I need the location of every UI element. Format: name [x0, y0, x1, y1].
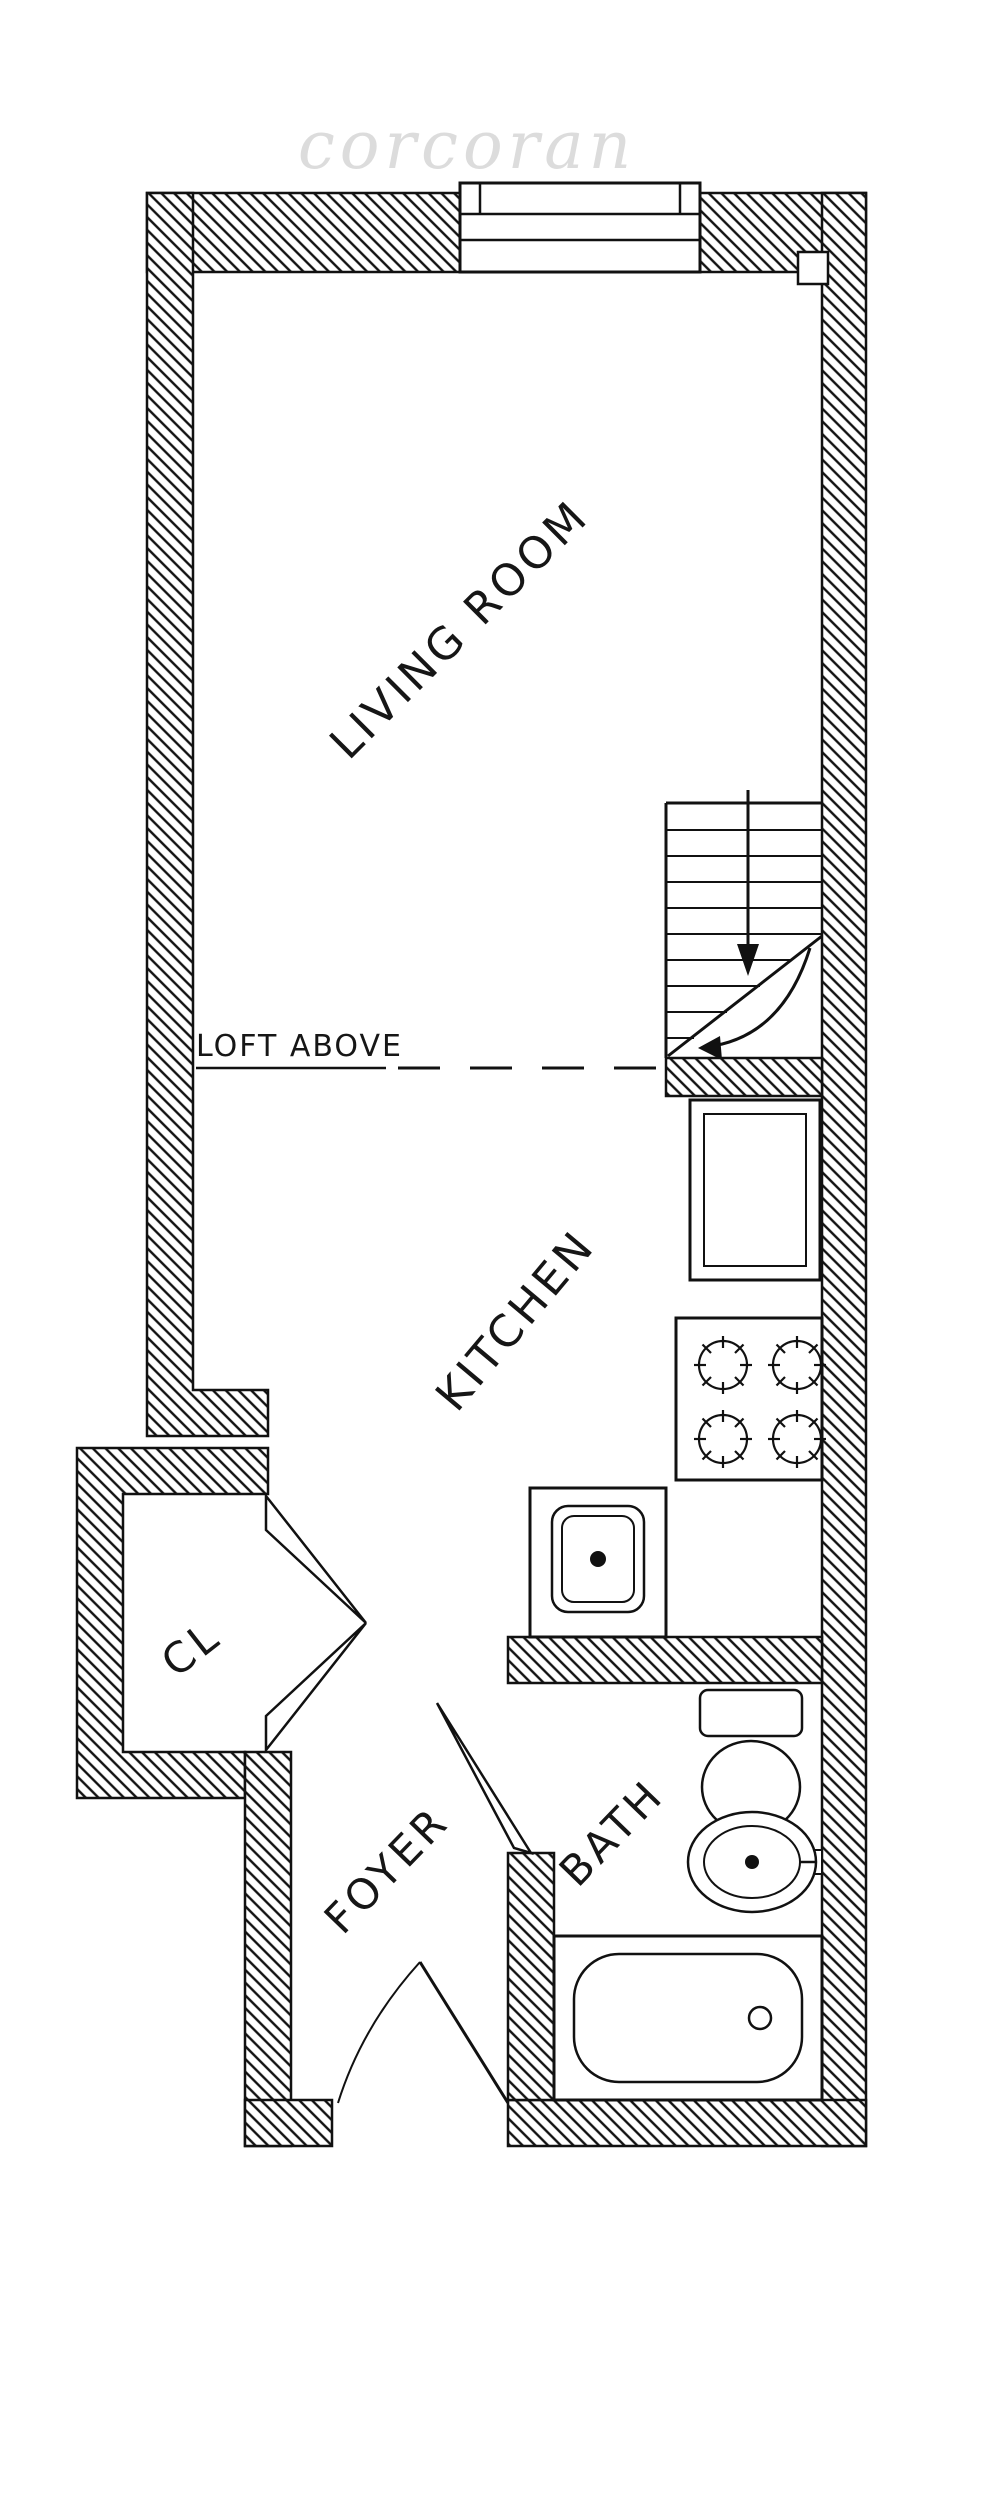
brand-watermark: corcoran	[298, 107, 636, 184]
wall-left-upper	[145, 191, 270, 1438]
stove	[674, 1316, 828, 1482]
wall-bottom-left	[243, 2098, 334, 2148]
stair-curl-arrow	[698, 947, 812, 1060]
entry-door	[337, 1961, 510, 2104]
toilet	[698, 1688, 804, 1835]
bathtub	[552, 1934, 824, 2102]
kitchen-sink	[528, 1486, 668, 1639]
window	[458, 181, 702, 274]
wall-bath-north	[506, 1635, 824, 1685]
stairs-break-line	[667, 934, 823, 1058]
walls	[75, 191, 868, 2148]
wall-bath-west	[506, 1851, 556, 2102]
bathroom-sink	[686, 1810, 823, 1914]
wall-closet	[75, 1446, 270, 1800]
stairs	[664, 801, 823, 1058]
loft-above-label: LOFT ABOVE	[196, 1029, 403, 1064]
closet-double-doors	[264, 1492, 367, 1754]
wall-left-lower	[243, 1750, 293, 2148]
wall-bottom-right	[506, 2098, 868, 2148]
wall-notch	[796, 250, 830, 286]
wall-right	[820, 191, 868, 2148]
bath-door	[435, 1702, 534, 1856]
wall-under-stairs	[664, 1056, 824, 1098]
stair-down-arrow	[737, 790, 759, 976]
refrigerator	[688, 1098, 822, 1282]
